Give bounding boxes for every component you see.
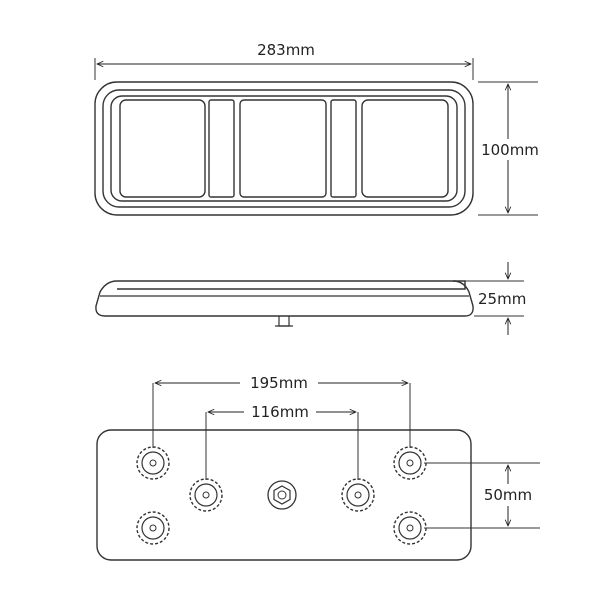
height-dimension: 100mm <box>481 84 539 213</box>
lens-right <box>361 99 449 198</box>
lamp-housing-outer <box>94 81 474 216</box>
outer-spacing-dimension: 195mm <box>155 372 408 392</box>
outer-spacing-label: 195mm <box>250 374 308 392</box>
lens-left <box>119 99 206 198</box>
mounting-boss-inner-left <box>189 478 223 512</box>
side-mounting-stud <box>278 316 290 327</box>
height-label: 100mm <box>481 141 539 159</box>
lens-divider-right <box>330 99 357 198</box>
depth-dimension: 25mm <box>478 262 526 335</box>
lamp-bezel <box>110 95 458 202</box>
side-lens-top <box>117 280 466 290</box>
mounting-boss-bottom-left <box>136 511 170 545</box>
depth-label: 25mm <box>478 290 526 308</box>
width-label: 283mm <box>257 41 315 59</box>
mounting-boss-bottom-right <box>393 511 427 545</box>
cable-gland <box>267 480 297 510</box>
lamp-housing-inner <box>102 89 466 208</box>
side-view <box>95 280 524 327</box>
lens-center <box>239 99 327 198</box>
mounting-boss-top-left <box>136 446 170 480</box>
inner-spacing-dimension: 116mm <box>208 401 356 421</box>
mounting-boss-top-right <box>393 446 427 480</box>
front-view <box>94 58 538 216</box>
side-housing <box>95 280 474 317</box>
rear-base-plate <box>96 429 472 561</box>
lens-divider-left <box>208 99 235 198</box>
inner-spacing-label: 116mm <box>251 403 309 421</box>
rear-view <box>96 383 540 561</box>
width-dimension: 283mm <box>97 40 471 64</box>
vertical-spacing-dimension: 50mm <box>484 465 532 526</box>
mounting-boss-inner-right <box>341 478 375 512</box>
vertical-spacing-label: 50mm <box>484 486 532 504</box>
